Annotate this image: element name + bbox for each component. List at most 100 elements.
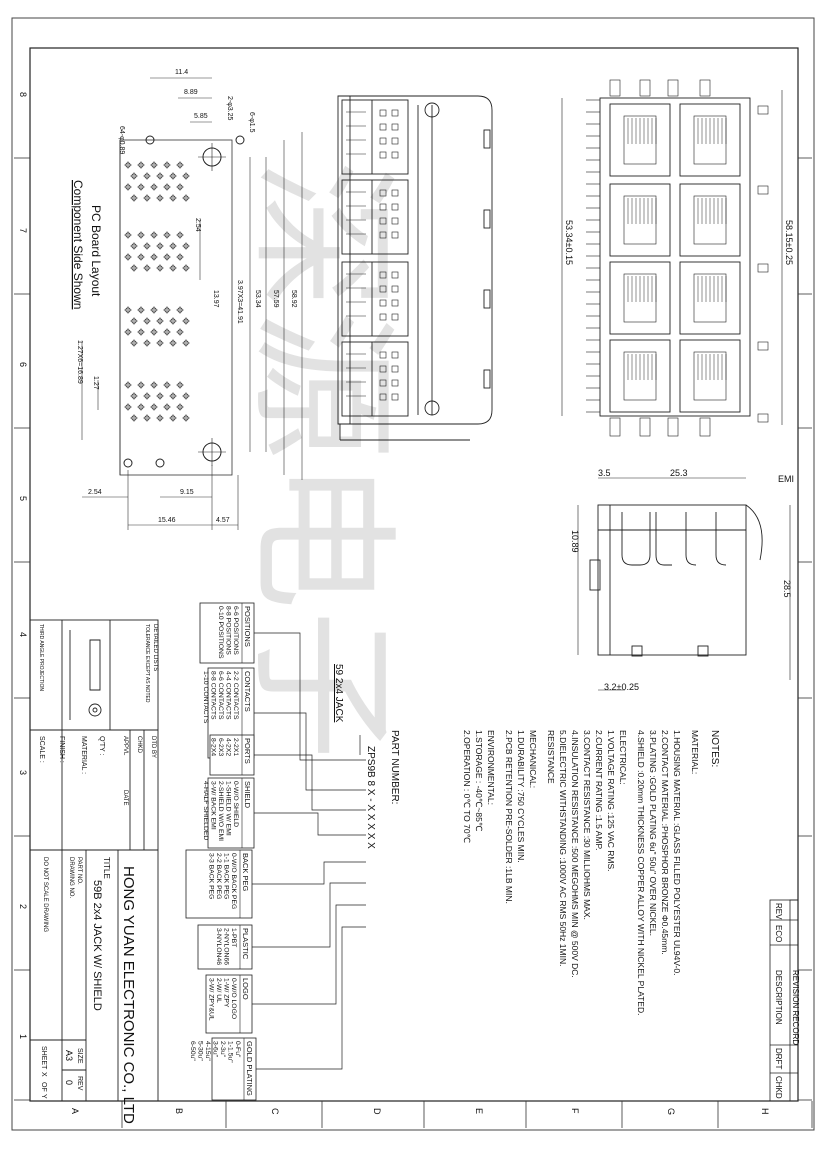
option-box-item: 6-6 POSITIONS xyxy=(232,606,239,655)
zone-col-label: F xyxy=(570,1108,580,1114)
note-line: 2.CURRENT RATING :1.5 AMP. xyxy=(594,730,604,850)
revision-chkd: CHKD xyxy=(774,1076,783,1099)
revision-eco: ECO xyxy=(774,925,783,942)
option-box-item: 4-HALF SHIELDED xyxy=(202,781,209,840)
zone-row-label: 3 xyxy=(18,770,28,775)
front-height-dim: 53.34±0.15 xyxy=(564,220,574,265)
side-dim-b: 25.3 xyxy=(670,468,688,478)
note-line: ELECTRICAL: xyxy=(618,730,628,785)
note-line: 2.OPERATION : 0℃ TO 70℃ xyxy=(462,730,472,844)
option-box-title: PLASTIC xyxy=(241,928,250,960)
material-label: MATERIAL : xyxy=(80,736,87,774)
pcb-dimension-label: 2.54 xyxy=(194,218,201,232)
note-line: ENVIRONMENTAL: xyxy=(486,730,496,805)
note-line: MATERIAL: xyxy=(690,730,700,774)
side-dim-e: 3.2±0.25 xyxy=(604,682,639,692)
side-dim-c: 10.89 xyxy=(570,530,580,553)
note-line: 2.PCB RETENTION PRE-SOLDER :1LB MIN. xyxy=(504,730,514,904)
zone-col-label: C xyxy=(270,1108,280,1115)
rev-label: REV xyxy=(76,1076,83,1091)
pcb-dimension-label: 58.92 xyxy=(290,290,297,308)
zone-row-label: 1 xyxy=(18,1034,28,1039)
component-side-label: Component Side Shown xyxy=(71,180,85,309)
finish-label: FINISH : xyxy=(58,736,65,763)
option-box-item: 0-W/O LOGO xyxy=(230,978,237,1019)
option-box-item: 4-2X2 xyxy=(225,738,232,756)
front-overall-dim: 58.15±0.25 xyxy=(784,220,794,265)
option-box-item: 4-4 CONTACTS xyxy=(225,671,232,720)
zone-row-label: 8 xyxy=(18,92,28,97)
pcb-layout-view: PC Board Layout Component Side Shown 11.… xyxy=(71,69,303,530)
option-box-item: 8-8 CONTACTS xyxy=(210,671,217,720)
emi-label: EMI xyxy=(778,474,794,484)
connector-top-view xyxy=(337,95,493,441)
part-number-label: PART NUMBER: xyxy=(389,730,400,804)
pcb-dimension-label: 2.54 xyxy=(88,489,102,496)
option-box-item: 3-6u" xyxy=(212,1041,219,1058)
sheet-x: X xyxy=(40,1072,47,1077)
option-box-item: 6-2X3 xyxy=(217,738,224,756)
pcb-dimension-label: 1.27 xyxy=(92,376,99,390)
option-box-item: 6-50u" xyxy=(189,1041,196,1061)
pcb-dimension-label: 8.89 xyxy=(184,89,198,96)
connector-side-view xyxy=(577,477,791,691)
scale-label: SCALE : xyxy=(38,736,45,763)
appvl: APPVL xyxy=(122,736,128,756)
option-box-item: 8-2X4 xyxy=(210,738,217,756)
note-line: 2.CONTACT MATERIAL :PHOSPHOR BRONZE Φ0.4… xyxy=(660,730,670,955)
option-box-item: 1-SHIELD W/ EMI xyxy=(225,781,232,836)
option-box-title: CONTACTS xyxy=(243,671,252,712)
size-value: A3 xyxy=(64,1050,74,1061)
option-box-item: 2-2 BACK PEG xyxy=(215,853,222,899)
option-box-item: 3-W/ BACK EMI xyxy=(210,781,217,830)
option-box-title: POSITIONS xyxy=(243,606,252,647)
watermark: 深源电子 xyxy=(238,160,406,760)
option-box-item: 3-3 BACK PEG xyxy=(208,853,215,899)
of-label: OF xyxy=(40,1082,47,1092)
pcb-dimension-label: 53.34 xyxy=(254,290,261,308)
drawing-no-label: DRAWING NO. xyxy=(68,857,74,898)
option-box-item: 2-3u" xyxy=(219,1041,226,1058)
option-box-item: 3-NYLON46 xyxy=(215,928,222,965)
part-number-code: ZPS9B 8 X - X X X X X xyxy=(365,746,376,849)
pcb-dimension-label: 6-φ1.5 xyxy=(248,112,255,133)
part-number-block: PART NUMBER: ZPS9B 8 X - X X X X X xyxy=(365,730,400,849)
pcb-dimension-label: 5.85 xyxy=(194,113,208,120)
note-line: 4.INSULATION RESISTANCE :500 MEGOHMS MIN… xyxy=(570,730,580,978)
pcb-dimension-label: 13.97 xyxy=(212,290,219,308)
option-box-title: GOLD PLATING xyxy=(245,1041,254,1096)
pcb-dimension-label: 57.59 xyxy=(272,290,279,308)
option-box-item: 4-15u" xyxy=(204,1041,211,1061)
no-scale-note: DO NOT SCALE DRAWING xyxy=(42,857,48,932)
note-line: 5.DIELECTRIC WITHSTANDING :1000V AC RMS … xyxy=(558,730,568,966)
revision-drft: DRFT xyxy=(774,1048,783,1069)
option-box-item: 6-6 CONTACTS xyxy=(217,671,224,720)
option-box-item: 5-30u" xyxy=(197,1041,204,1061)
option-box-item: 1-PBT xyxy=(230,928,237,947)
option-box-item: 3-W/ ZPY&UL xyxy=(208,978,215,1021)
note-line: 1.DURABILITY :750 CYCLES MIN. xyxy=(516,730,526,863)
option-box-item: 0-10 POSITIONS xyxy=(217,606,224,659)
chkd: CHKD xyxy=(136,736,142,754)
detailed-lists: DETAILED LISTS xyxy=(152,624,158,671)
zone-col-label: A xyxy=(70,1108,80,1114)
tolerance-note: TOLERANCE EXCEPT AS NOTED xyxy=(144,624,150,703)
side-dim-d: 28.5 xyxy=(782,580,792,598)
option-box-title: SHIELD xyxy=(243,781,252,809)
part-no-label: PART NO. xyxy=(76,857,82,885)
note-line: 3.PLATING :GOLD PLATING 6u" 50u" OVER NI… xyxy=(648,730,658,936)
option-box-item: 2-2X1 xyxy=(232,738,239,756)
note-line: 1.STORAGE : -40℃~85℃ xyxy=(474,730,484,832)
company-name: HONG YUAN ELECTRONIC CO., LTD xyxy=(120,866,137,1124)
zone-col-label: H xyxy=(760,1108,770,1115)
zone-row-label: 5 xyxy=(18,496,28,501)
note-line: RESISTANCE xyxy=(546,730,556,784)
pcb-dimension-label: 9.15 xyxy=(180,489,194,496)
connector-front-view xyxy=(561,79,783,437)
date-label: DATE xyxy=(122,790,128,806)
zone-col-label: G xyxy=(666,1108,676,1115)
